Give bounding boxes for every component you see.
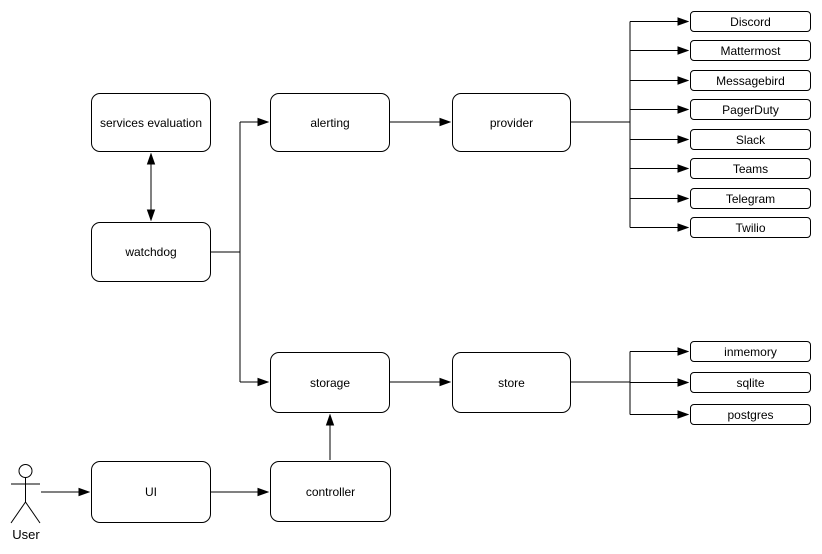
user-actor-label: User xyxy=(12,527,40,542)
node-controller: controller xyxy=(270,461,391,522)
node-store-inmemory: inmemory xyxy=(690,341,811,362)
node-provider-telegram: Telegram xyxy=(690,188,811,209)
node-provider-messagebird: Messagebird xyxy=(690,70,811,91)
node-store-sqlite: sqlite xyxy=(690,372,811,393)
node-watchdog: watchdog xyxy=(91,222,211,282)
node-provider-pagerduty: PagerDuty xyxy=(690,99,811,120)
node-ui: UI xyxy=(91,461,211,523)
node-storage: storage xyxy=(270,352,390,413)
node-store-postgres: postgres xyxy=(690,404,811,425)
node-services-evaluation: services evaluation xyxy=(91,93,211,152)
node-store: store xyxy=(452,352,571,413)
node-alerting: alerting xyxy=(270,93,390,152)
node-provider: provider xyxy=(452,93,571,152)
node-provider-slack: Slack xyxy=(690,129,811,150)
node-provider-twilio: Twilio xyxy=(690,217,811,238)
user-actor-icon xyxy=(10,464,41,524)
node-provider-mattermost: Mattermost xyxy=(690,40,811,61)
node-provider-teams: Teams xyxy=(690,158,811,179)
node-provider-discord: Discord xyxy=(690,11,811,32)
